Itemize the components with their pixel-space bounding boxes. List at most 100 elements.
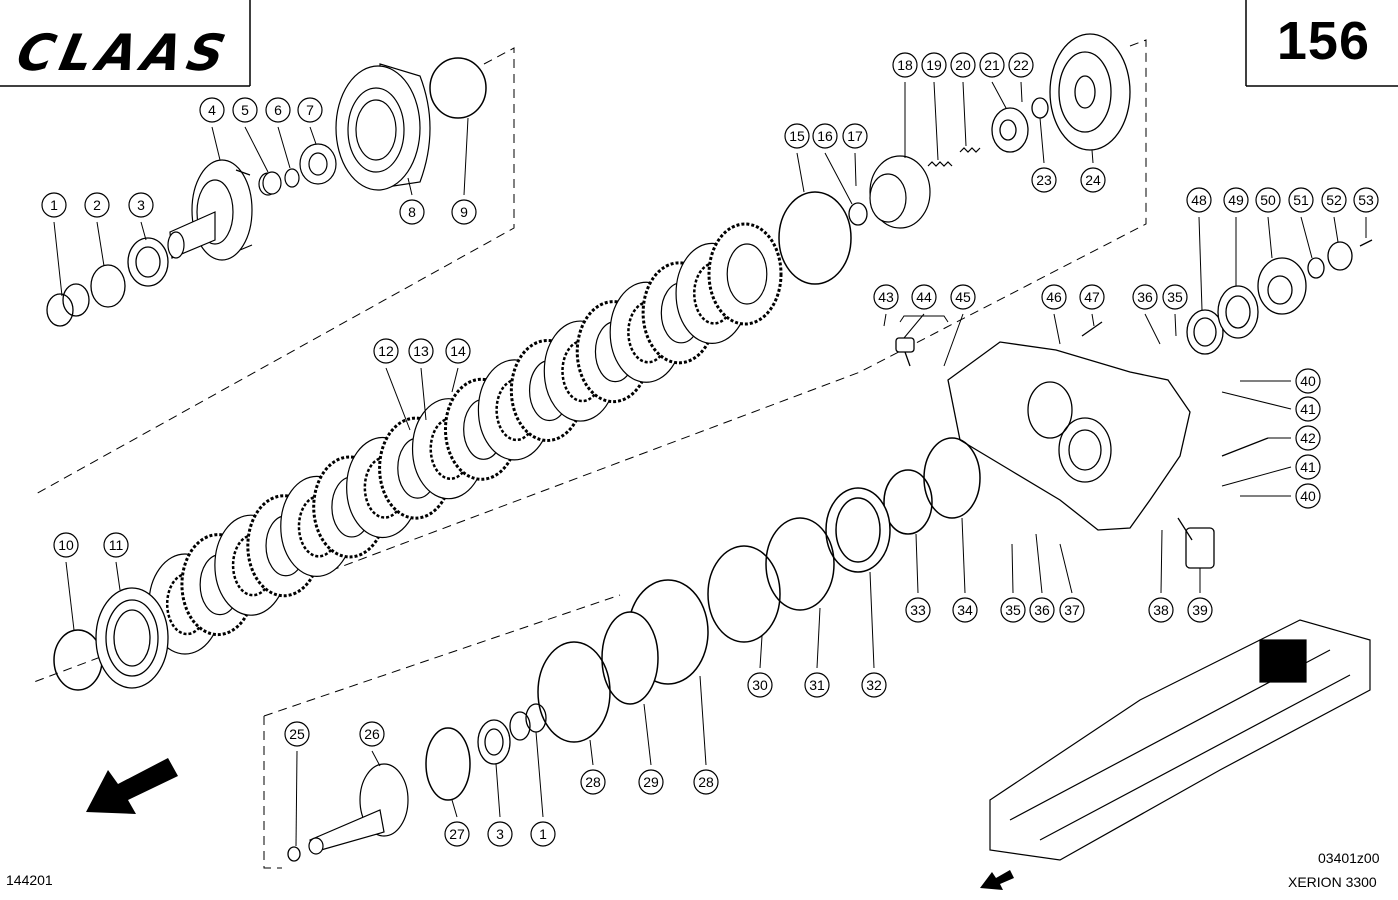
callout-27: 27	[444, 821, 470, 847]
bracket-44	[899, 315, 949, 323]
disc-28-lower	[537, 641, 611, 743]
leader-line	[1020, 81, 1023, 103]
callout-number: 37	[1064, 602, 1080, 618]
callout-1: 1	[41, 192, 67, 218]
bearing-49	[1217, 285, 1259, 339]
callout-number: 15	[789, 128, 805, 144]
leader-line	[115, 561, 121, 591]
callout-number: 7	[306, 102, 314, 118]
leader-line	[759, 635, 763, 669]
callout-circle	[265, 97, 291, 123]
callout-12: 12	[373, 338, 399, 364]
callout-number: 51	[1293, 192, 1309, 208]
gear-18	[869, 155, 931, 229]
callout-number: 3	[137, 197, 145, 213]
callout-31: 31	[804, 672, 830, 698]
gear-shaft-4	[167, 159, 253, 261]
callout-circle	[53, 532, 79, 558]
callout-number: 21	[984, 57, 1000, 73]
callout-circle	[905, 597, 931, 623]
callout-21: 21	[979, 52, 1005, 78]
callout-circle	[812, 123, 838, 149]
spring-20	[959, 147, 981, 153]
leader-line	[1144, 313, 1161, 345]
callout-49: 49	[1223, 187, 1249, 213]
callout-35: 35	[1162, 284, 1188, 310]
callout-number: 41	[1300, 459, 1316, 475]
callout-6: 6	[265, 97, 291, 123]
callout-number: 24	[1085, 172, 1101, 188]
callout-16: 16	[812, 123, 838, 149]
callout-23: 23	[1031, 167, 1057, 193]
leader-line	[1221, 391, 1292, 410]
callout-40: 40	[1295, 483, 1321, 509]
callout-45: 45	[950, 284, 976, 310]
callout-number: 28	[585, 774, 601, 790]
clutch-drum-8	[335, 63, 431, 191]
callout-circle	[1295, 483, 1321, 509]
leader-line	[1174, 313, 1177, 337]
callout-39: 39	[1187, 597, 1213, 623]
assembly-boundaries	[33, 39, 1147, 869]
callout-number: 8	[408, 204, 416, 220]
callout-circle	[873, 284, 899, 310]
callout-number: 52	[1326, 192, 1342, 208]
callout-circle	[842, 123, 868, 149]
callout-22: 22	[1008, 52, 1034, 78]
callout-circle	[487, 821, 513, 847]
washer-52	[1327, 241, 1353, 271]
leader-line	[1035, 533, 1043, 594]
ring-2	[90, 264, 126, 308]
leader-line	[451, 367, 459, 393]
callout-15: 15	[784, 123, 810, 149]
callout-24: 24	[1080, 167, 1106, 193]
leader-line	[1039, 117, 1045, 164]
ring-6	[284, 168, 300, 188]
callout-circle	[284, 721, 310, 747]
callout-number: 44	[916, 289, 932, 305]
callout-circle	[1288, 187, 1314, 213]
bearing-3-upper	[127, 237, 169, 287]
header-rules	[0, 0, 1398, 87]
ring-15	[778, 191, 852, 285]
callout-number: 35	[1167, 289, 1183, 305]
callout-circle	[41, 192, 67, 218]
leader-line	[1053, 313, 1061, 345]
callout-3: 3	[487, 821, 513, 847]
callout-28: 28	[580, 769, 606, 795]
bearing-7	[299, 143, 337, 185]
leader-line	[699, 675, 707, 766]
callout-circle	[1079, 284, 1105, 310]
leader-line	[991, 81, 1007, 109]
callout-number: 13	[413, 343, 429, 359]
callout-number: 5	[241, 102, 249, 118]
callout-circle	[232, 97, 258, 123]
leader-line	[915, 533, 919, 594]
ring-1-upper	[46, 283, 90, 327]
callout-circle	[1353, 187, 1379, 213]
leader-line	[1160, 529, 1163, 594]
callout-circle	[892, 52, 918, 78]
callout-40: 40	[1295, 368, 1321, 394]
ring-27	[425, 727, 471, 801]
leader-line	[1267, 216, 1273, 259]
leader-line	[371, 750, 381, 767]
callout-37: 37	[1059, 597, 1085, 623]
callout-52: 52	[1321, 187, 1347, 213]
bearing-21	[991, 107, 1029, 153]
callout-number: 36	[1137, 289, 1153, 305]
callout-circle	[804, 672, 830, 698]
tractor-frame-inset	[989, 619, 1371, 861]
callout-circle	[359, 721, 385, 747]
callout-2: 2	[84, 192, 110, 218]
callout-number: 14	[450, 343, 466, 359]
callout-number: 40	[1300, 488, 1316, 504]
direction-arrow-small	[980, 870, 1014, 890]
leader-line	[53, 221, 63, 297]
callout-circle	[84, 192, 110, 218]
bolt-42	[1221, 437, 1269, 457]
ring-30	[707, 545, 781, 643]
callout-circle	[952, 597, 978, 623]
callout-number: 49	[1228, 192, 1244, 208]
leader-line	[1198, 216, 1203, 311]
